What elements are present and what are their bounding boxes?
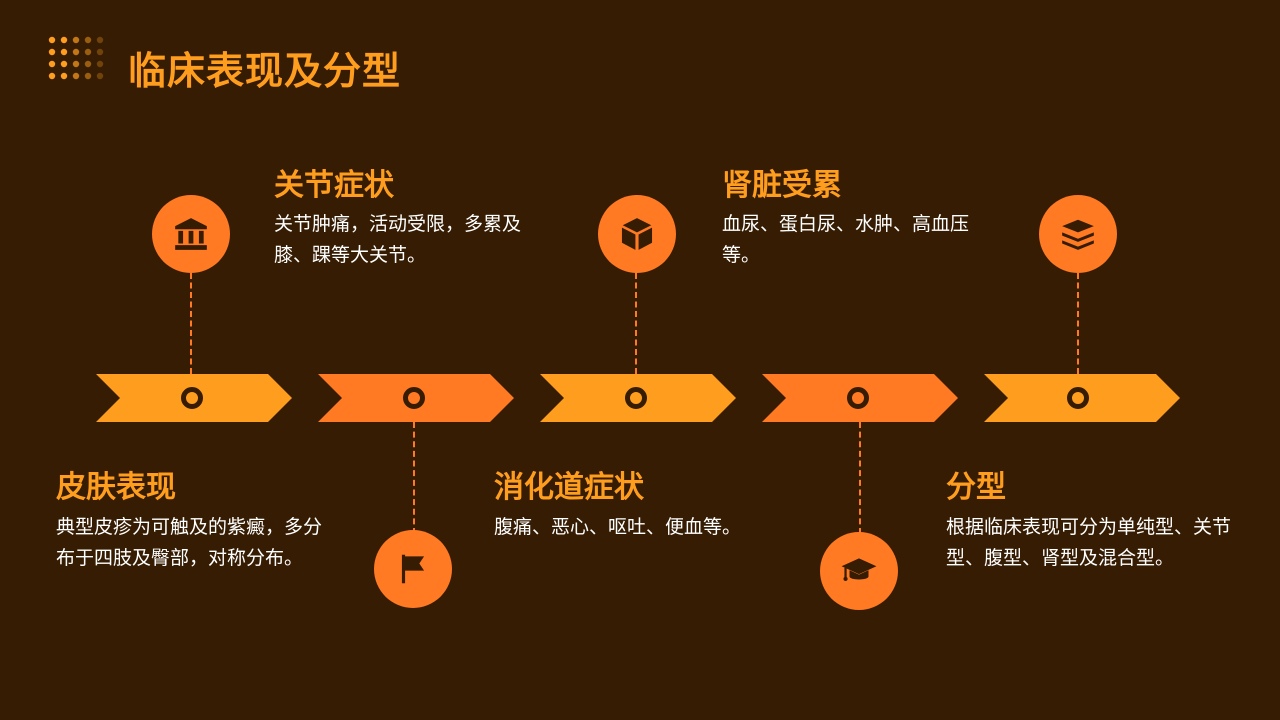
- bank-icon: [175, 218, 207, 250]
- timeline-connector-2: [413, 422, 415, 534]
- timeline-connector-4: [859, 422, 861, 534]
- flag-icon: [401, 554, 425, 584]
- step-heading-3: 消化道症状: [494, 470, 644, 505]
- step-description-1: 典型皮疹为可触及的紫癜，多分布于四肢及臀部，对称分布。: [56, 516, 323, 569]
- timeline-arrow-2: [318, 374, 514, 422]
- step-description-5: 根据临床表现可分为单纯型、关节型、腹型、肾型及混合型。: [946, 516, 1232, 569]
- step-icon-circle-1: [374, 530, 452, 608]
- timeline-arrow-5: [984, 374, 1180, 422]
- decorative-dot-grid: [48, 36, 104, 80]
- step-heading-2: 关节症状: [274, 168, 394, 203]
- layers-icon: [1062, 219, 1094, 250]
- timeline-connector-5: [1077, 273, 1079, 374]
- step-heading-5: 分型: [946, 470, 1006, 505]
- cube-icon: [621, 218, 653, 250]
- step-icon-circle-5: [1039, 195, 1117, 273]
- step-heading-1: 皮肤表现: [56, 470, 176, 505]
- step-icon-circle-4: [820, 532, 898, 610]
- timeline-arrow-1: [96, 374, 292, 422]
- step-description-4: 血尿、蛋白尿、水肿、高血压等。: [722, 213, 970, 266]
- graduation-cap-icon: [841, 558, 877, 581]
- step-heading-4: 肾脏受累: [722, 168, 842, 203]
- step-description-3: 腹痛、恶心、呕吐、便血等。: [494, 516, 742, 538]
- step-icon-circle-2: [152, 195, 230, 273]
- step-icon-circle-3: [598, 195, 676, 273]
- timeline-connector-2b: [190, 273, 192, 374]
- timeline-connector-3: [635, 273, 637, 374]
- timeline-arrow-3: [540, 374, 736, 422]
- page-title: 临床表现及分型: [128, 49, 402, 93]
- step-description-2: 关节肿痛，活动受限，多累及膝、踝等大关节。: [274, 213, 522, 266]
- timeline-arrow-4: [762, 374, 958, 422]
